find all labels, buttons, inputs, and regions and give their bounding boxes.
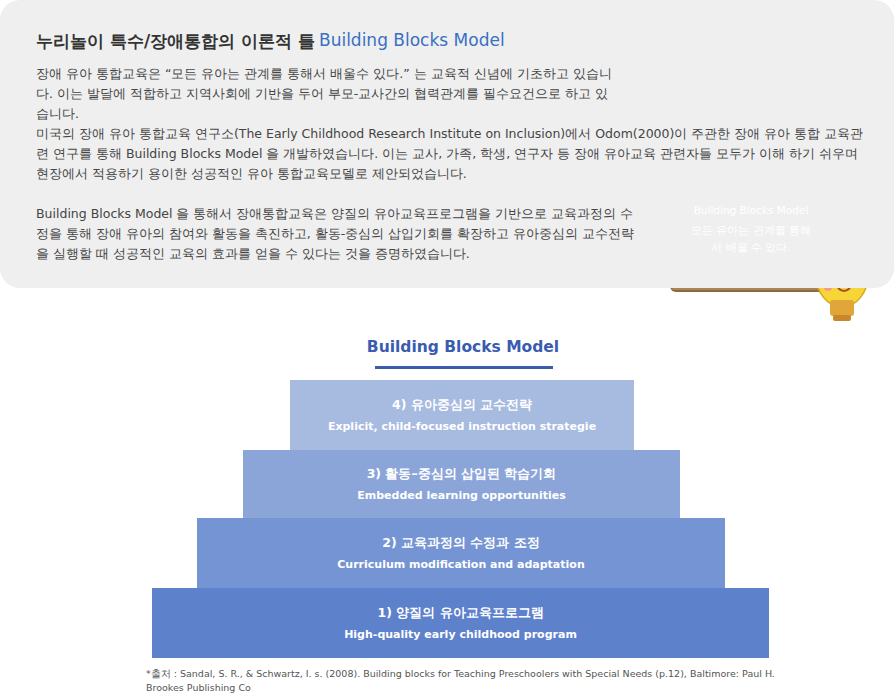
building-block: 4) 유아중심의 교수전략 Explicit, child-focused ins…	[290, 380, 634, 450]
source-note: *출처 : Sandal, S. R., & Schwartz, I. s. (…	[146, 667, 806, 695]
board-text: 모든 유아는 관계를 통해서 배울 수 있다.	[676, 222, 826, 256]
title-underline	[375, 366, 553, 369]
diagram-title: Building Blocks Model	[300, 338, 626, 356]
board-text: Building Blocks Model	[676, 204, 826, 216]
chalkboard: Building Blocks Model 모든 유아는 관계를 통해서 배울 수…	[676, 196, 826, 280]
paragraph: 장애 유아 통합교육은 “모든 유아는 관계를 통해서 배울수 있다.” 는 교…	[36, 64, 616, 124]
block-subtitle: High-quality early childhood program	[344, 628, 577, 641]
block-title: 1) 양질의 유아교육프로그램	[377, 605, 543, 622]
block-subtitle: Explicit, child-focused instruction stra…	[328, 420, 596, 433]
paragraph: Building Blocks Model 을 통해서 장애통합교육은 양질의 …	[36, 204, 646, 264]
building-block: 1) 양질의 유아교육프로그램 High-quality early childh…	[152, 588, 769, 658]
block-subtitle: Curriculum modification and adaptation	[337, 558, 584, 571]
block-subtitle: Embedded learning opportunities	[357, 489, 565, 502]
block-title: 4) 유아중심의 교수전략	[392, 397, 532, 414]
block-title: 2) 교육과정의 수정과 조정	[382, 535, 539, 552]
block-title: 3) 활동–중심의 삽입된 학습기회	[367, 466, 557, 483]
building-block: 2) 교육과정의 수정과 조정 Curriculum modification a…	[197, 518, 725, 588]
page-heading: 누리놀이 특수/장애통합의 이론적 틀	[36, 30, 315, 53]
page-heading-accent: Building Blocks Model	[319, 30, 505, 50]
paragraph: 미국의 장애 유아 통합교육 연구소(The Early Childhood R…	[36, 124, 866, 184]
building-block: 3) 활동–중심의 삽입된 학습기회 Embedded learning oppo…	[243, 450, 680, 518]
